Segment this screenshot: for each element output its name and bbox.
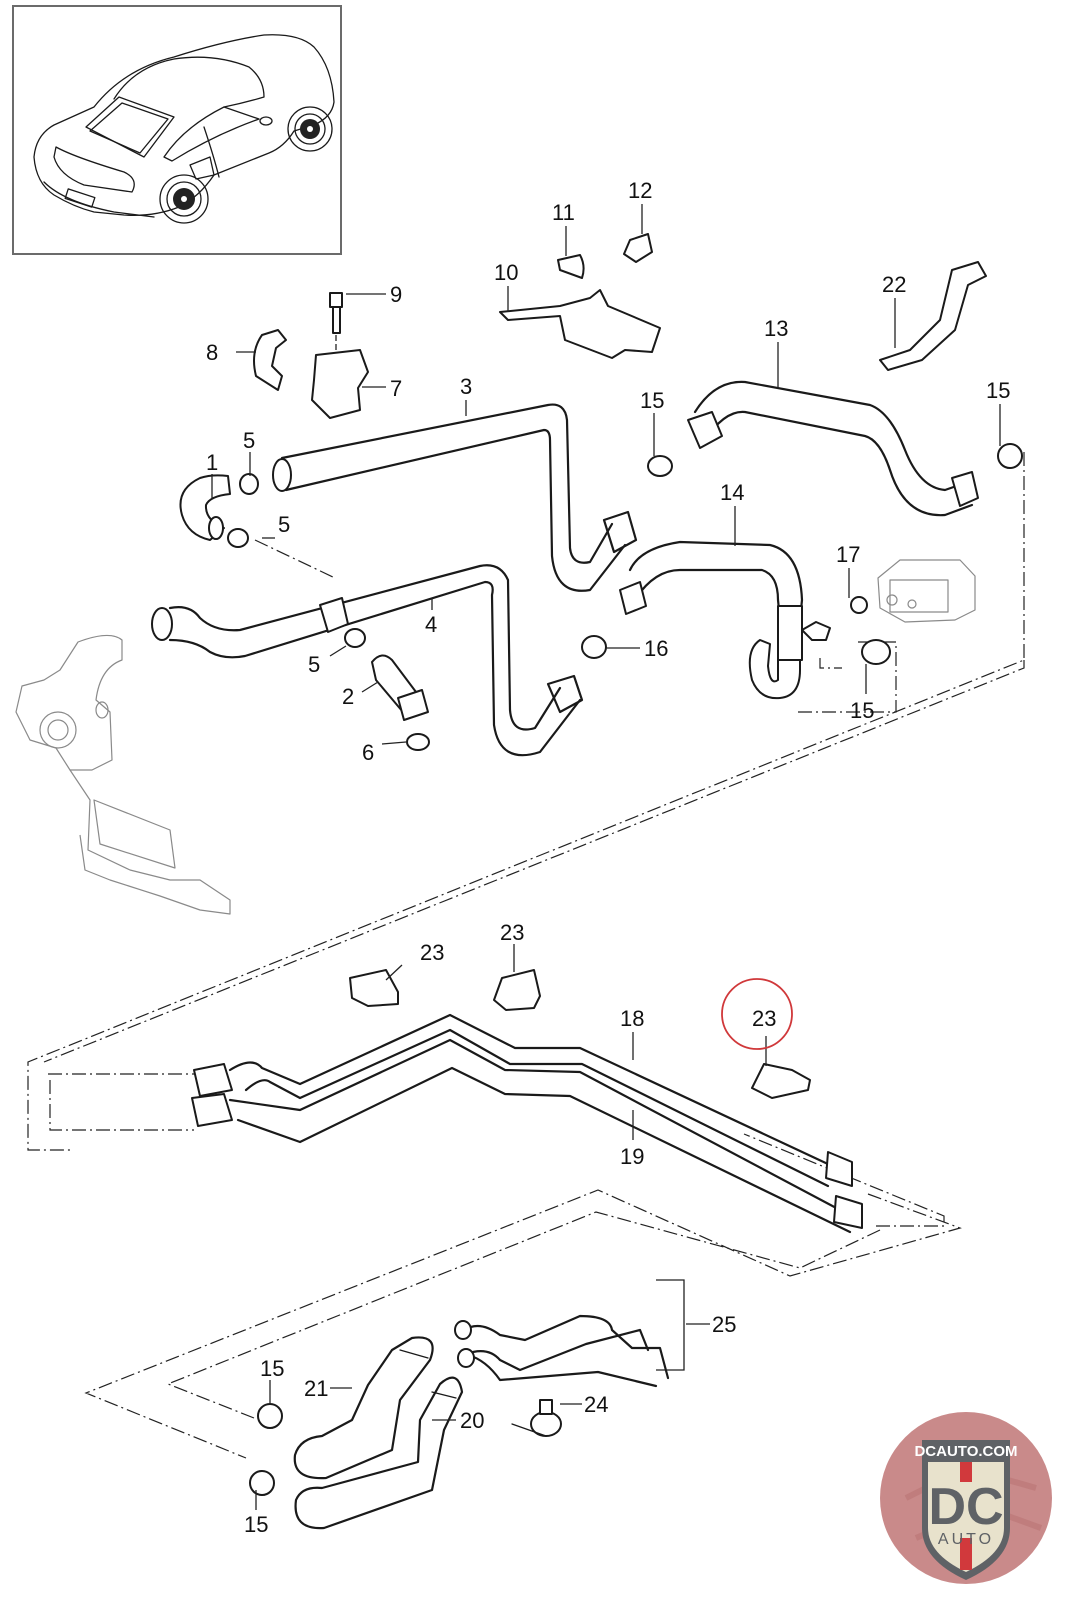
auxiliary-pump bbox=[877, 559, 976, 623]
part-25-pipe-assembly bbox=[454, 1279, 685, 1388]
callout-3[interactable]: 3 bbox=[460, 374, 472, 399]
callout-13[interactable]: 13 bbox=[764, 316, 788, 341]
part-4-lower-coolant-hose bbox=[151, 564, 584, 757]
logo-monogram: DC bbox=[928, 1478, 1003, 1536]
part-13-upper-right-hose bbox=[687, 380, 979, 517]
callout-15-upper-right[interactable]: 15 bbox=[986, 378, 1010, 403]
callout-12[interactable]: 12 bbox=[628, 178, 652, 203]
callout-24[interactable]: 24 bbox=[584, 1392, 608, 1417]
logo-shield bbox=[928, 1462, 1004, 1572]
rear-wheel bbox=[159, 174, 209, 224]
leader-lines bbox=[211, 204, 1001, 1510]
engine-coolant-housing bbox=[15, 634, 231, 915]
callout-5-middle[interactable]: 5 bbox=[278, 512, 290, 537]
callout-15-lower-top[interactable]: 15 bbox=[260, 1356, 284, 1381]
callout-23-highlighted[interactable]: 23 bbox=[752, 1006, 776, 1031]
callout-15-valve[interactable]: 15 bbox=[850, 698, 874, 723]
highlight-ring bbox=[721, 978, 793, 1050]
callout-10[interactable]: 10 bbox=[494, 260, 518, 285]
pipe-clips-23 bbox=[349, 969, 811, 1099]
callout-23-middle[interactable]: 23 bbox=[500, 920, 524, 945]
callout-14[interactable]: 14 bbox=[720, 480, 744, 505]
part-20-hose bbox=[294, 1376, 464, 1530]
front-wheel bbox=[287, 106, 333, 152]
callout-6[interactable]: 6 bbox=[362, 740, 374, 765]
logo-stripe bbox=[960, 1538, 972, 1570]
callout-15-upper-left[interactable]: 15 bbox=[640, 388, 664, 413]
callout-1[interactable]: 1 bbox=[206, 450, 218, 475]
callout-19[interactable]: 19 bbox=[620, 1144, 644, 1169]
callout-7[interactable]: 7 bbox=[390, 376, 402, 401]
callout-15-lower-bottom[interactable]: 15 bbox=[244, 1512, 268, 1537]
brackets-and-clips bbox=[253, 233, 987, 419]
callout-4[interactable]: 4 bbox=[425, 612, 437, 637]
callout-22[interactable]: 22 bbox=[882, 272, 906, 297]
part-24-clamp bbox=[511, 1399, 562, 1437]
callout-20[interactable]: 20 bbox=[460, 1408, 484, 1433]
callout-11[interactable]: 11 bbox=[552, 200, 575, 225]
callout-18[interactable]: 18 bbox=[620, 1006, 644, 1031]
callout-labels: 1 2 3 4 5 5 5 6 7 8 9 10 11 12 13 14 15 … bbox=[206, 178, 1010, 1537]
callout-25[interactable]: 25 bbox=[712, 1312, 736, 1337]
vehicle-inset-drawing bbox=[33, 34, 335, 224]
callout-8[interactable]: 8 bbox=[206, 340, 218, 365]
callout-5-top[interactable]: 5 bbox=[243, 428, 255, 453]
part-1-elbow-hose bbox=[179, 474, 231, 541]
callout-5-lower[interactable]: 5 bbox=[308, 652, 320, 677]
part-21-hose bbox=[293, 1336, 434, 1480]
part-18-19-twin-pipes bbox=[191, 1013, 863, 1234]
part-2-short-hose bbox=[319, 597, 429, 721]
part-3-upper-coolant-hose bbox=[272, 403, 638, 592]
assembly-guide-lines bbox=[27, 452, 1025, 1459]
dcauto-watermark-logo: DCAUTO.COM DC AUTO bbox=[866, 1398, 1066, 1598]
callout-21[interactable]: 21 bbox=[304, 1376, 328, 1401]
callout-2[interactable]: 2 bbox=[342, 684, 354, 709]
callout-23-left[interactable]: 23 bbox=[420, 940, 444, 965]
logo-subtext: AUTO bbox=[938, 1531, 994, 1548]
part-14-valve-hose bbox=[619, 540, 831, 700]
hose-clamps bbox=[227, 443, 1023, 1496]
callout-17[interactable]: 17 bbox=[836, 542, 860, 567]
vehicle-inset-frame bbox=[12, 5, 342, 255]
callout-16[interactable]: 16 bbox=[644, 636, 668, 661]
logo-url-text: DCAUTO.COM bbox=[914, 1443, 1017, 1460]
callout-9[interactable]: 9 bbox=[390, 282, 402, 307]
